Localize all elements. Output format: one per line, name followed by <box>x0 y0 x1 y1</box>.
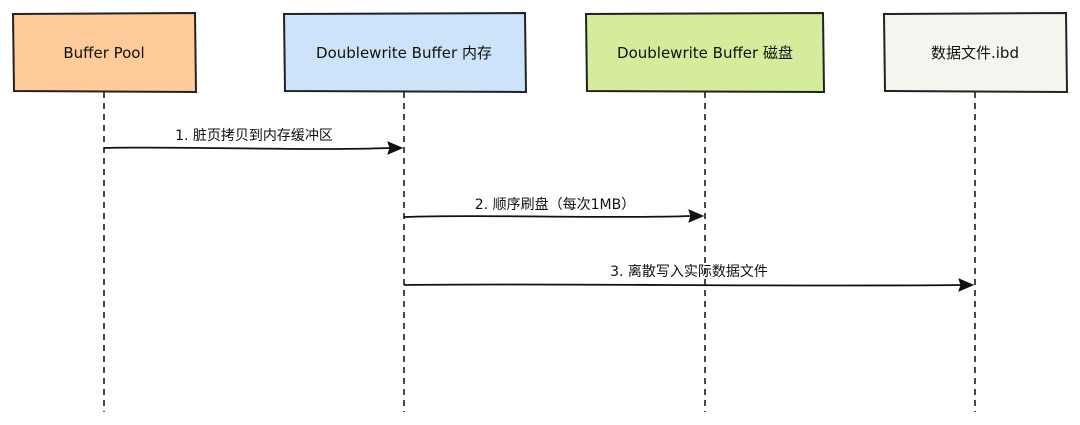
arrowhead-icon <box>387 141 404 155</box>
participant-label: Buffer Pool <box>63 44 144 62</box>
message-arrow-line <box>403 283 962 287</box>
participant-dw-memory: Doublewrite Buffer 内存 <box>282 11 528 94</box>
participant-label: Doublewrite Buffer 内存 <box>316 44 492 62</box>
participant-dw-disk: Doublewrite Buffer 磁盘 <box>584 11 826 94</box>
participant-box <box>282 11 528 94</box>
participant-box <box>882 11 1069 94</box>
message-1: 1. 脏页拷贝到内存缓冲区 <box>103 128 404 155</box>
arrowhead-icon <box>688 209 705 223</box>
arrowhead-icon <box>958 278 975 292</box>
participant-data-file: 数据文件.ibd <box>882 11 1069 94</box>
participant-box <box>11 11 198 94</box>
message-arrow-line <box>403 215 692 218</box>
participant-label: 数据文件.ibd <box>931 44 1019 62</box>
message-label: 3. 离散写入实际数据文件 <box>610 263 768 280</box>
message-label: 1. 脏页拷贝到内存缓冲区 <box>175 128 333 144</box>
message-label: 2. 顺序刷盘（每次1MB） <box>475 196 635 213</box>
participant-buffer-pool: Buffer Pool <box>11 11 198 94</box>
message-2: 2. 顺序刷盘（每次1MB） <box>403 196 705 223</box>
message-3: 3. 离散写入实际数据文件 <box>403 263 975 292</box>
lifelines <box>103 92 976 412</box>
participant-label: Doublewrite Buffer 磁盘 <box>617 44 793 62</box>
participant-box <box>584 11 826 94</box>
message-arrow-line <box>103 146 391 150</box>
